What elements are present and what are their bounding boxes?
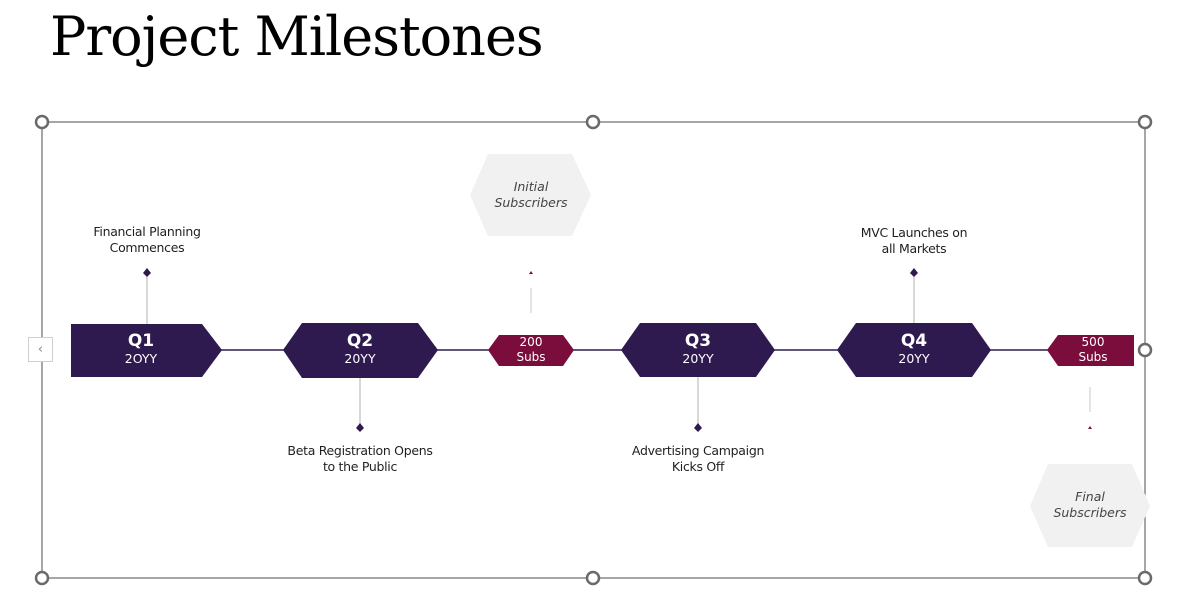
milestone-dot-1 xyxy=(143,268,151,277)
selection-handles[interactable] xyxy=(34,114,1153,586)
chevron-left-icon: ‹ xyxy=(37,342,44,357)
milestone-dot-3 xyxy=(694,423,702,432)
milestone-label-3: Advertising Campaign Kicks Off xyxy=(631,443,765,474)
quarter-name: Q4 xyxy=(900,331,928,351)
quarter-year: 20YY xyxy=(682,351,714,366)
quarter-label-q4: Q4 20YY xyxy=(869,331,959,367)
slide-title: Project Milestones xyxy=(50,5,544,68)
callout-dot-final xyxy=(1088,426,1092,429)
quarter-name: Q3 xyxy=(684,331,712,351)
quarter-label-q3: Q3 20YY xyxy=(653,331,743,367)
resize-handle-bottom-center[interactable] xyxy=(585,570,601,586)
callout-label-initial: Initial Subscribers xyxy=(494,179,568,210)
resize-handle-top-right[interactable] xyxy=(1137,114,1153,130)
quarter-year: 20YY xyxy=(898,351,930,366)
quarter-shape-q3[interactable] xyxy=(621,323,775,377)
milestone-dot-4 xyxy=(910,268,918,277)
callout-dot-initial xyxy=(529,271,533,274)
quarter-label-q1: Q1 2OYY xyxy=(96,331,186,367)
quarter-shape-q4[interactable] xyxy=(837,323,991,377)
callout-label-final: Final Subscribers xyxy=(1053,489,1127,520)
previous-button[interactable]: ‹ xyxy=(28,337,53,362)
quarter-year: 20YY xyxy=(344,351,376,366)
quarter-shape-q1[interactable] xyxy=(71,324,222,377)
callout-hexagon-final xyxy=(1030,464,1150,547)
quarter-name: Q2 xyxy=(346,331,374,351)
milestone-dot-2 xyxy=(356,423,364,432)
subs-label-500: 500 Subs xyxy=(1078,335,1108,364)
subs-label-200: 200 Subs xyxy=(516,335,546,364)
subs-shape-500[interactable] xyxy=(1047,335,1134,366)
resize-handle-middle-right[interactable] xyxy=(1137,342,1153,358)
quarter-label-q2: Q2 20YY xyxy=(315,331,405,367)
resize-handle-top-left[interactable] xyxy=(34,114,50,130)
resize-handle-bottom-right[interactable] xyxy=(1137,570,1153,586)
quarter-name: Q1 xyxy=(127,331,155,351)
milestone-label-4: MVC Launches on all Markets xyxy=(860,225,968,256)
resize-handle-bottom-left[interactable] xyxy=(34,570,50,586)
resize-handle-top-center[interactable] xyxy=(585,114,601,130)
milestone-label-2: Beta Registration Opens to the Public xyxy=(287,443,433,474)
milestone-label-1: Financial Planning Commences xyxy=(93,224,201,255)
quarter-year: 2OYY xyxy=(124,351,158,366)
quarter-shape-q2[interactable] xyxy=(283,323,438,378)
subs-shape-200[interactable] xyxy=(488,335,574,366)
callout-hexagon-initial xyxy=(470,154,591,236)
